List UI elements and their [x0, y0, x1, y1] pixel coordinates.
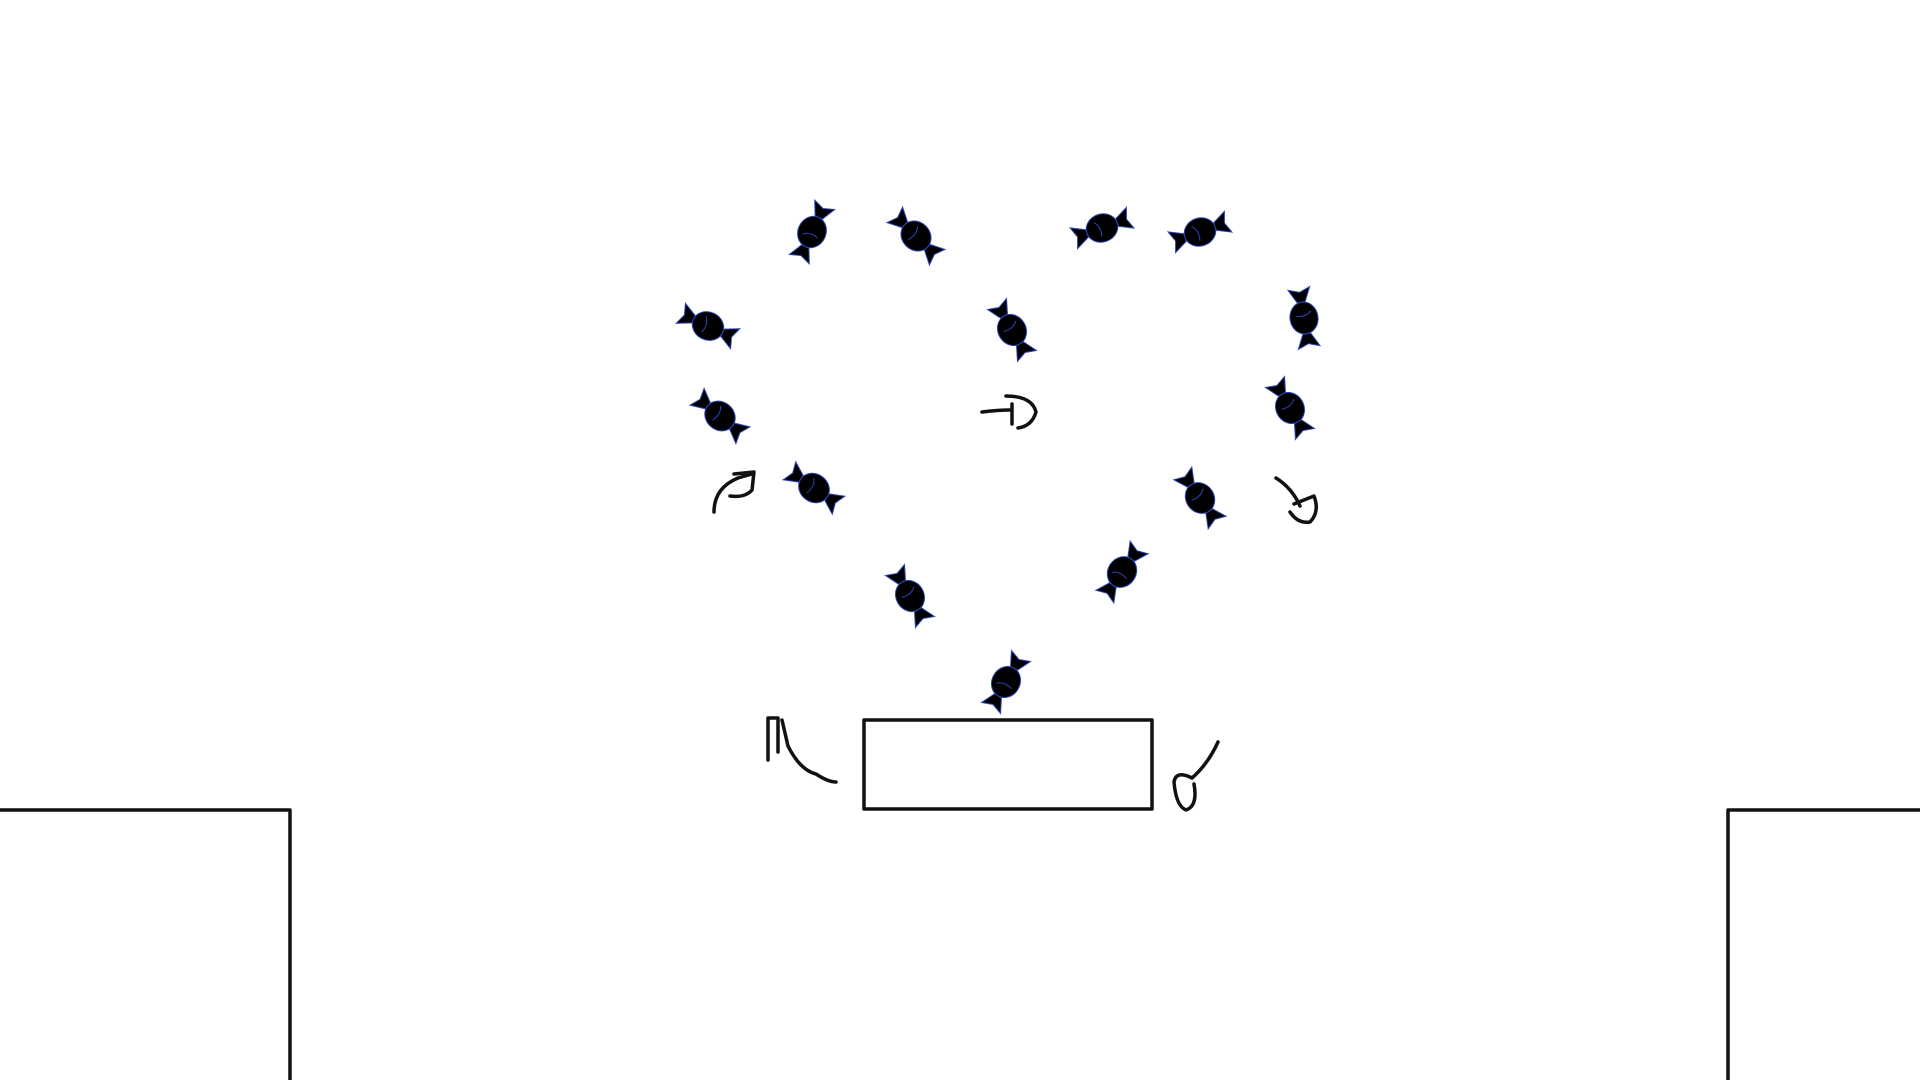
swipe-hint-icon[interactable] — [1172, 740, 1220, 812]
wrapped-candy-icon[interactable] — [984, 296, 1040, 364]
wrapped-candy-icon[interactable] — [1068, 204, 1136, 252]
wrapped-candy-icon[interactable] — [687, 385, 753, 447]
wrapped-candy-icon[interactable] — [1166, 208, 1234, 256]
center-platform[interactable] — [862, 718, 1154, 811]
wrapped-candy-icon[interactable] — [884, 204, 948, 268]
platform-group — [862, 718, 1154, 811]
rotate-arrow-icon[interactable] — [1274, 476, 1318, 525]
wrapped-candy-icon[interactable] — [882, 562, 938, 630]
candy-heart — [674, 198, 1324, 716]
wrapped-candy-icon[interactable] — [978, 648, 1034, 716]
wrapped-candy-icon[interactable] — [1170, 464, 1230, 532]
wrapped-candy-icon[interactable] — [1262, 374, 1318, 442]
rotate-arrow-icon[interactable] — [712, 470, 756, 514]
hint-marks — [712, 394, 1318, 812]
swipe-hint-icon[interactable] — [766, 716, 838, 784]
wrapped-candy-icon[interactable] — [1284, 285, 1324, 351]
ground — [0, 808, 1920, 1080]
rotate-arrow-icon[interactable] — [980, 394, 1038, 430]
right-ground-block — [1726, 808, 1920, 1080]
wrapped-candy-icon[interactable] — [1092, 538, 1152, 606]
wrapped-candy-icon[interactable] — [786, 198, 838, 266]
left-ground-block — [0, 808, 292, 1080]
wrapped-candy-icon[interactable] — [674, 300, 742, 352]
wrapped-candy-icon[interactable] — [780, 458, 848, 518]
